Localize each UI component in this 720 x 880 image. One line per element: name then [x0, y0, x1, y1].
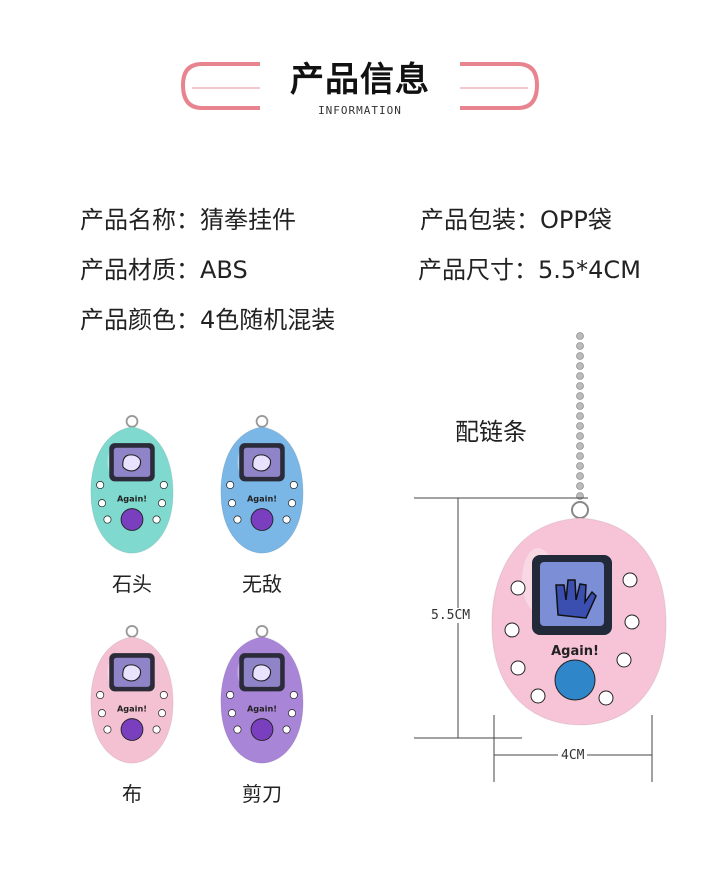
header-bracket-decoration [180, 62, 540, 110]
toy-variant-rock [82, 410, 182, 560]
spec-color: 产品颜色：4色随机混装 [80, 306, 336, 334]
spec-material: 产品材质：ABS [80, 256, 248, 284]
detail-device-illustration: Again! [414, 332, 667, 782]
spec-size: 产品尺寸：5.5*4CM [418, 256, 641, 284]
spec-packaging: 产品包装：OPP袋 [420, 206, 612, 234]
page-subtitle: INFORMATION [318, 104, 402, 117]
toy-variant-invincible [212, 410, 312, 560]
width-dimension-label: 4CM [558, 748, 588, 763]
variant-label-paper: 布 [122, 782, 142, 806]
variant-label-rock: 石头 [112, 572, 152, 596]
toy-variant-paper [82, 620, 182, 770]
svg-text:Again!: Again! [551, 644, 599, 659]
height-dimension-label: 5.5CM [428, 608, 474, 623]
page-title: 产品信息 [290, 60, 430, 100]
spec-product-name: 产品名称：猜拳挂件 [80, 206, 296, 234]
variant-label-invincible: 无敌 [242, 572, 282, 596]
chain-label: 配链条 [455, 418, 527, 446]
toy-variant-scissors [212, 620, 312, 770]
variant-label-scissors: 剪刀 [242, 782, 282, 806]
